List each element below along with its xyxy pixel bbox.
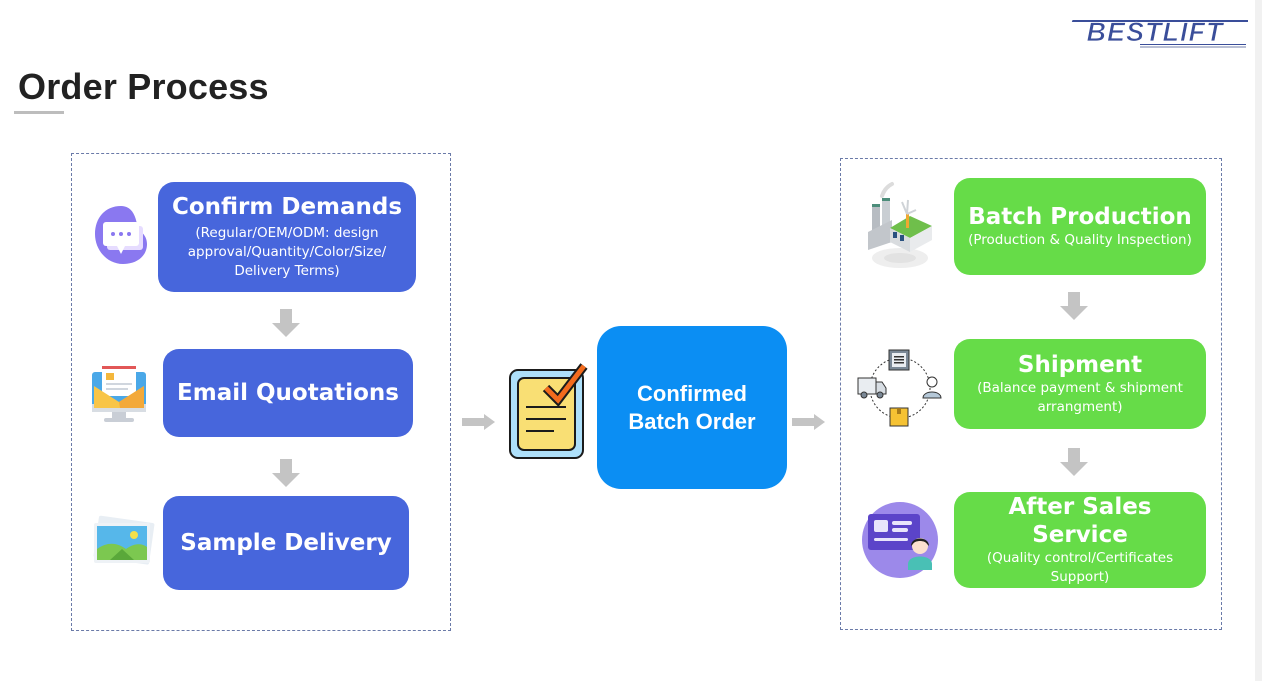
pre-order-frame xyxy=(71,153,451,631)
step-subtitle-line: (Production & Quality Inspection) xyxy=(968,232,1192,248)
step-subtitle-line: (Regular/OEM/ODM: design xyxy=(195,225,379,241)
email-quotations-step[interactable]: Email Quotations xyxy=(163,349,413,437)
confirmed-batch-order[interactable]: Confirmed Batch Order xyxy=(597,326,787,489)
step-title: Sample Delivery xyxy=(180,530,392,556)
customer-service-icon xyxy=(862,502,938,578)
center-title-line: Confirmed xyxy=(637,380,747,406)
picture-icon xyxy=(93,515,155,565)
sample-delivery-step[interactable]: Sample Delivery xyxy=(163,496,409,590)
post-order-frame xyxy=(840,158,1222,630)
center-title-line: Batch Order xyxy=(628,408,756,434)
step-subtitle-line: Delivery Terms) xyxy=(234,263,340,279)
confirm-demands-step[interactable]: Confirm Demands (Regular/OEM/ODM: design… xyxy=(158,182,416,292)
email-monitor-icon xyxy=(92,366,146,422)
step-subtitle-line: (Balance payment & shipment xyxy=(977,380,1183,396)
chat-bubble-icon xyxy=(95,206,147,264)
step-subtitle-line: (Quality control/Certificates xyxy=(986,550,1174,566)
step-subtitle-line: arrangment) xyxy=(1037,399,1123,415)
after-sales-service-step[interactable]: After Sales Service (Quality control/Cer… xyxy=(954,492,1206,588)
arrow-down-icon xyxy=(1060,292,1088,320)
logo-text: BESTLIFT xyxy=(1087,17,1225,47)
title-underline xyxy=(14,111,64,114)
batch-production-step[interactable]: Batch Production (Production & Quality I… xyxy=(954,178,1206,275)
bestlift-logo: BESTLIFT xyxy=(1071,17,1248,48)
arrow-right-icon xyxy=(462,414,495,430)
step-title: Email Quotations xyxy=(177,380,399,406)
factory-icon xyxy=(868,182,932,268)
arrow-down-icon xyxy=(272,459,300,487)
arrow-down-icon xyxy=(1060,448,1088,476)
arrow-right-icon xyxy=(792,414,825,430)
shipment-step[interactable]: Shipment (Balance payment & shipment arr… xyxy=(954,339,1206,429)
step-title: After Sales Service xyxy=(1008,494,1152,548)
step-subtitle-line: approval/Quantity/Color/Size/ xyxy=(187,244,387,260)
page-title: Order Process xyxy=(18,66,269,107)
page-edge xyxy=(1255,0,1262,681)
checklist-icon xyxy=(509,363,588,459)
step-title: Confirm Demands xyxy=(171,194,403,220)
step-subtitle-line: Support) xyxy=(1050,569,1110,585)
step-title: Batch Production xyxy=(968,204,1192,230)
step-title: Shipment xyxy=(1017,352,1143,378)
arrow-down-icon xyxy=(272,309,300,337)
logistics-cycle-icon xyxy=(857,349,942,427)
